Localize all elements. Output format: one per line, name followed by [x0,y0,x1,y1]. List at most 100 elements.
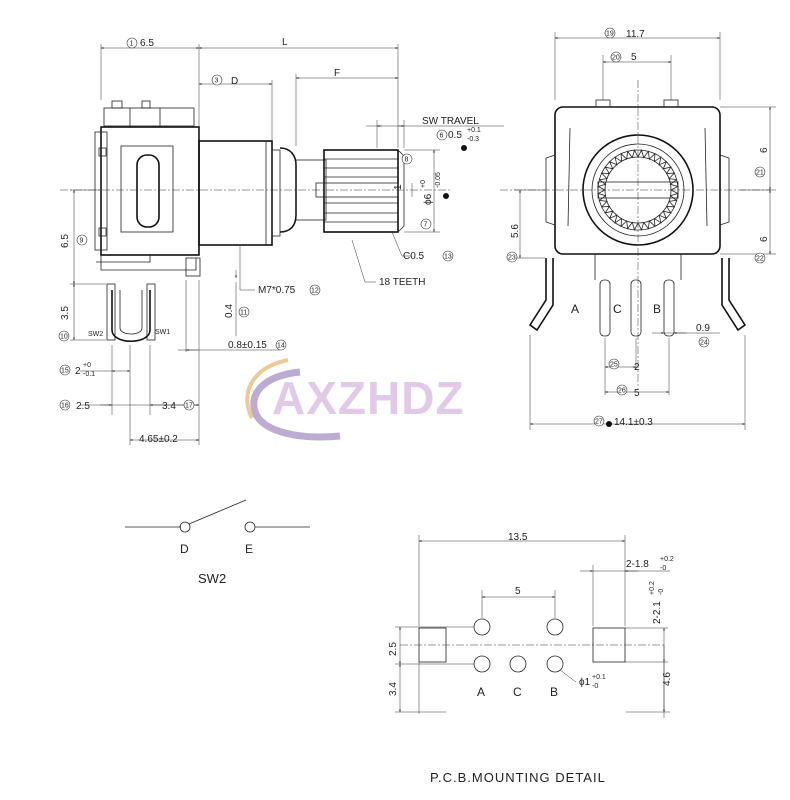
marker-20: 20 [610,51,622,63]
dim-2-tol-dn: -0.1 [83,371,95,378]
svg-text:26: 26 [618,388,626,395]
dim-6-lower: 6 [759,236,770,242]
svg-text:9: 9 [80,238,84,245]
pcb-dim-2-5: 2.5 [388,642,399,656]
dim-3-4: 3.4 [162,401,176,412]
pcb-dim-3-4: 3.4 [388,682,399,696]
marker-9: 9 [76,234,88,246]
marker-23: 23 [506,251,518,263]
marker-27: 27 [593,415,605,427]
marker-13: 13 [442,250,454,262]
pcb-dim-13-5: 13.5 [508,532,528,543]
svg-text:6: 6 [440,133,444,140]
marker-8: 8 [401,153,413,165]
svg-text:16: 16 [61,403,69,410]
svg-text:27: 27 [595,419,603,426]
dim-D: D [231,76,238,87]
dim-0-8: 0.8±0.15 [228,340,267,351]
pin-A-front: A [571,302,579,316]
dim-phi6: ϕ6 [423,193,434,205]
svg-text:17: 17 [185,403,193,410]
dim-14-1: 14.1±0.3 [614,417,653,428]
svg-text:20: 20 [612,55,620,62]
pin-B-front: B [653,302,661,316]
dim-F: F [334,68,340,79]
switch-label-E: E [245,542,253,556]
pcb-dim-2-1: 2-2.1 [652,601,663,624]
switch-symbol: D E SW2 [125,499,310,586]
dim-6-5-left: 6.5 [60,234,71,248]
dim-5-bottom: 5 [634,388,640,399]
svg-text:15: 15 [61,368,69,375]
side-view [60,44,504,445]
svg-text:7: 7 [424,222,428,229]
svg-text:12: 12 [311,288,319,295]
dim-3-5: 3.5 [60,306,71,320]
dim-2-front: 2 [634,362,640,373]
marker-21: 21 [754,166,766,178]
pcb-hole-tol-dn: -0 [592,683,598,690]
svg-text:21: 21 [756,170,764,177]
marker-17: 17 [183,399,195,411]
svg-text:24: 24 [700,340,708,347]
dim-6-5-top: 6.5 [140,38,154,49]
marker-10: 10 [58,330,70,342]
label-teeth: 18 TEETH [379,277,426,288]
pcb-dim-1-8-tol-up: +0.2 [660,556,674,563]
switch-label-D: D [180,542,189,556]
svg-text:13: 13 [444,254,452,261]
pcb-pin-C: C [513,685,522,699]
svg-text:23: 23 [508,255,516,262]
dim-0-5-tol-dn: -0.3 [467,136,479,143]
front-view-labels: 19 11.7 20 5 6 21 6 22 5.6 23 A C B 0.9 … [506,27,770,428]
pcb-dim-4-6: 4.6 [662,672,673,686]
dim-2-tol-up: +0 [83,362,91,369]
pcb-hole-size: ϕ1 [579,677,591,688]
dim-5-6: 5.6 [510,224,521,238]
svg-text:11: 11 [240,310,247,317]
label-chamfer: C0.5 [403,251,425,262]
marker-19: 19 [604,27,616,39]
marker-1: 1 [126,37,138,49]
pcb-dim-1-8: 2-1.8 [626,559,649,570]
front-view [500,32,776,430]
dim-phi6-tol-dn: -0.05 [435,172,442,188]
dim-phi6-tol-up: +0 [420,180,427,188]
marker-12: 12 [309,284,321,296]
dim-11-7: 11.7 [626,29,645,40]
marker-26: 26 [616,384,628,396]
dim-L: L [282,37,288,48]
pcb-dim-5: 5 [515,586,521,597]
svg-text:8: 8 [405,157,409,164]
dot-1 [461,145,467,151]
dim-2-5: 2.5 [76,401,90,412]
svg-text:14: 14 [277,343,285,350]
dim-4-65: 4.65±0.2 [139,434,178,445]
svg-text:22: 22 [756,256,764,263]
pcb-title: P.C.B.MOUNTING DETAIL [430,770,606,785]
label-sw2: SW2 [88,331,103,338]
svg-text:19: 19 [606,31,614,38]
svg-text:10: 10 [60,334,68,341]
watermark-text: AXZHDZ [272,372,465,424]
dim-0-9: 0.9 [696,323,710,334]
dim-2: 2 [75,366,81,377]
marker-22: 22 [754,252,766,264]
marker-24: 24 [698,336,710,348]
label-sw1: SW1 [155,329,170,336]
pcb-dim-2-1-tol-up: +0.2 [649,581,656,595]
pin-C-front: C [613,302,622,316]
dim-5-top: 5 [631,52,637,63]
pcb-labels: 13.5 5 2-1.8 +0.2 -0 2-2.1 +0.2 -0 2.5 3… [388,532,674,785]
pcb-detail [395,535,670,718]
dot-2 [443,193,449,199]
svg-text:3: 3 [215,78,219,85]
dim-6-upper: 6 [759,147,770,153]
svg-text:25: 25 [610,362,618,369]
side-view-labels: 1 6.5 L 3 D F SW TRAVEL 6 0.5 +0.1 -0.3 … [58,37,481,445]
watermark: AXZHDZ [245,358,465,441]
pcb-pin-A: A [477,685,485,699]
pcb-dim-1-8-tol-dn: -0 [660,565,666,572]
pcb-dim-2-1-tol-dn: -0 [658,589,665,595]
